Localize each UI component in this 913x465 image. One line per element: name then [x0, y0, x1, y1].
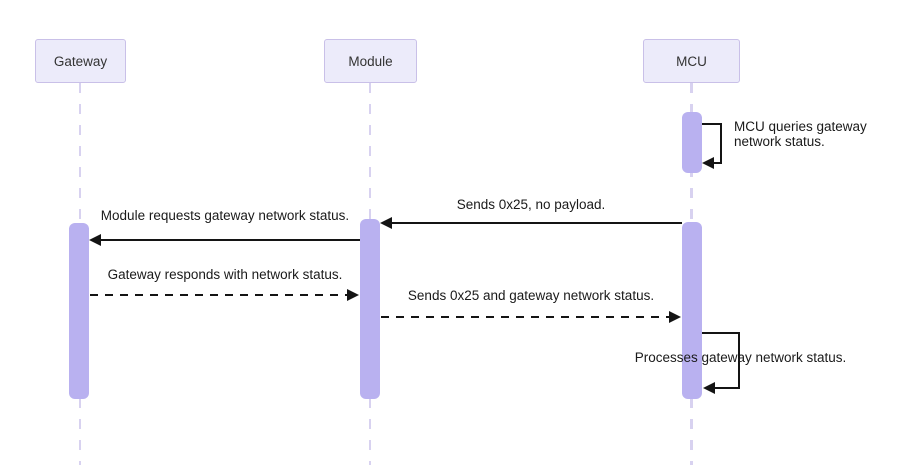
actor-gateway-label: Gateway: [53, 53, 108, 69]
actor-module-label: Module: [348, 53, 393, 69]
arrowhead-left-icon: [702, 157, 714, 169]
message-label: Sends 0x25 and gateway network status.: [407, 288, 655, 303]
activation-module: [360, 219, 380, 399]
arrowhead-left-icon: [380, 217, 392, 229]
message-line: [97, 239, 360, 241]
actor-gateway: Gateway: [35, 39, 126, 83]
message-label: Gateway responds with network status.: [107, 267, 343, 282]
self-loop-vertical-line: [720, 123, 722, 164]
self-loop-return-line: [712, 387, 740, 389]
message-line: [388, 222, 682, 224]
activation-mcu-2: [682, 222, 702, 399]
actor-mcu-label: MCU: [676, 53, 707, 69]
arrowhead-right-icon: [669, 311, 681, 323]
activation-mcu-1: [682, 112, 702, 173]
self-loop-return-line: [711, 162, 722, 164]
actor-module: Module: [324, 39, 417, 83]
self-loop-top-line: [702, 332, 740, 334]
actor-mcu: MCU: [643, 39, 740, 83]
message-label: Sends 0x25, no payload.: [456, 197, 606, 212]
arrowhead-right-icon: [347, 289, 359, 301]
message-line-dashed: [90, 294, 348, 296]
message-line-dashed: [381, 316, 669, 318]
message-label: MCU queries gateway network status.: [734, 119, 867, 150]
arrowhead-left-icon: [89, 234, 101, 246]
message-label: Module requests gateway network status.: [100, 208, 350, 223]
self-loop-top-line: [702, 123, 722, 125]
message-label: Processes gateway network status.: [634, 350, 847, 365]
self-loop-vertical-line: [738, 332, 740, 389]
activation-gateway: [69, 223, 89, 399]
arrowhead-left-icon: [703, 382, 715, 394]
